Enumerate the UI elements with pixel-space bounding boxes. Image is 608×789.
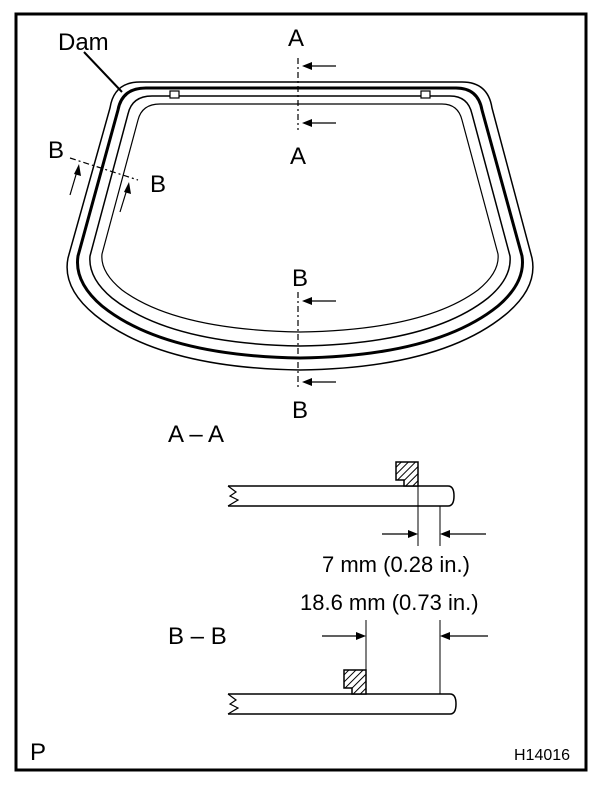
dam-outer-line [76, 86, 524, 360]
section-b-center-arrow-bottom [302, 378, 336, 386]
dim-7mm-text: 7 mm (0.28 in.) [322, 552, 470, 577]
corner-code: P [30, 739, 46, 766]
section-b-left-arrow-2 [119, 182, 131, 213]
section-b-left-label-2: B [150, 171, 166, 198]
dam-label: Dam [58, 29, 109, 56]
view-aa-glass-section [227, 485, 455, 507]
spacer-left [169, 90, 180, 99]
section-a-arrow-top [302, 62, 336, 70]
dam-leader-line [83, 51, 123, 93]
section-b-center-arrow-top [302, 297, 336, 305]
dam-inner-line [89, 95, 511, 347]
figure-id: H14016 [514, 747, 570, 764]
glass-inner-edge [101, 103, 499, 333]
figure-frame [14, 12, 588, 772]
section-b-center-bottom-label: B [292, 397, 308, 424]
view-bb-dam-profile [343, 669, 367, 695]
section-b-left-arrow-1 [69, 164, 81, 196]
windshield-glass [66, 81, 534, 371]
section-a-arrow-bottom [302, 119, 336, 127]
section-b-left-line [69, 157, 139, 181]
glass-outer-edge [66, 81, 534, 371]
view-aa-title: A – A [168, 421, 224, 448]
section-a-bottom-label: A [290, 143, 306, 170]
view-bb-title: B – B [168, 623, 227, 650]
spacer-right [420, 90, 431, 99]
section-b-left-label-1: B [48, 137, 64, 164]
view-aa-dimension-7mm [382, 486, 486, 546]
section-a-top-label: A [288, 25, 304, 52]
section-b-center-top-label: B [292, 265, 308, 292]
view-aa-dam-profile [395, 461, 419, 487]
dim-18mm-text: 18.6 mm (0.73 in.) [300, 590, 479, 615]
view-bb-glass-section [227, 693, 457, 715]
